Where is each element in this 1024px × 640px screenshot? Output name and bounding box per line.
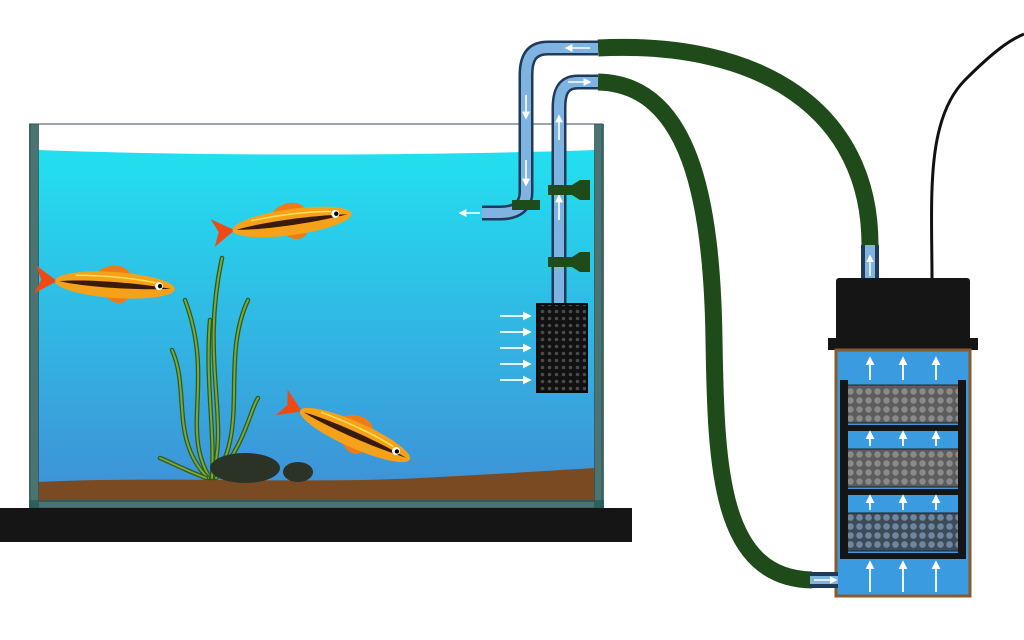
rock-small bbox=[283, 462, 313, 482]
tank-stand bbox=[0, 508, 632, 542]
tank-right-wall bbox=[594, 124, 604, 508]
filter-flow-arrows bbox=[865, 356, 941, 592]
outlet-hose bbox=[597, 73, 813, 589]
filter-head bbox=[836, 278, 970, 348]
intake-strainer bbox=[536, 303, 588, 393]
rock-large bbox=[210, 453, 280, 483]
canister-filter bbox=[810, 245, 978, 598]
power-cord bbox=[930, 32, 1024, 281]
suction-cups bbox=[512, 180, 590, 272]
return-pipe bbox=[458, 40, 598, 221]
inlet-hose bbox=[597, 38, 879, 246]
tank-left-wall bbox=[29, 124, 39, 508]
water bbox=[38, 150, 595, 502]
media-tray-1 bbox=[845, 384, 961, 424]
substrate bbox=[38, 468, 595, 502]
media-tray-3 bbox=[845, 512, 961, 552]
tank-bottom-glass bbox=[29, 500, 604, 508]
intake-pipe bbox=[551, 74, 598, 305]
intake-flow-arrows bbox=[500, 311, 532, 385]
media-tray-2 bbox=[845, 448, 961, 488]
